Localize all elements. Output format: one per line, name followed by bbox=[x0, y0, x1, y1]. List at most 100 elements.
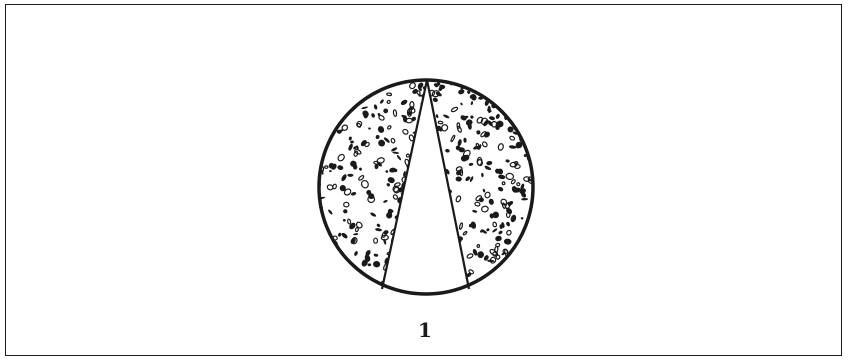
stipple-dot bbox=[321, 269, 329, 275]
stipple-dot bbox=[383, 108, 389, 114]
stipple-dot bbox=[321, 242, 327, 248]
stipple-dot bbox=[360, 289, 364, 293]
stipple-dot bbox=[396, 253, 401, 259]
stipple-dot bbox=[442, 201, 445, 204]
stipple-dot bbox=[472, 209, 477, 213]
stipple-dot bbox=[323, 99, 331, 107]
stipple-dot bbox=[344, 202, 349, 207]
stipple-dot bbox=[509, 145, 517, 149]
stipple-dot bbox=[408, 193, 411, 197]
stipple-dot bbox=[432, 97, 438, 103]
stipple-dot bbox=[508, 90, 513, 97]
right-wedge-line bbox=[427, 80, 469, 289]
stipple-dot bbox=[498, 230, 503, 235]
stipple-dot bbox=[335, 100, 345, 110]
stipple-dot bbox=[361, 106, 368, 110]
stipple-dot bbox=[484, 165, 492, 171]
stipple-dot bbox=[442, 213, 447, 219]
stipple-dot bbox=[457, 291, 463, 296]
stipple-dot bbox=[506, 230, 512, 236]
stipple-dot bbox=[403, 115, 407, 122]
stipple-dot bbox=[445, 148, 450, 153]
stipple-dot bbox=[321, 135, 327, 141]
stipple-dot bbox=[396, 154, 402, 160]
stipple-dot bbox=[523, 123, 528, 127]
stipple-dot bbox=[373, 260, 381, 267]
stipple-dot bbox=[431, 270, 436, 274]
stipple-dot bbox=[409, 219, 417, 227]
stipple-dot bbox=[510, 214, 517, 223]
stipple-dot bbox=[529, 229, 535, 236]
stipple-dot bbox=[418, 228, 422, 232]
stipple-dot bbox=[473, 290, 479, 294]
stipple-dot bbox=[420, 120, 427, 126]
stipple-dot bbox=[511, 269, 517, 277]
stipple-dot bbox=[470, 80, 475, 85]
stipple-dot bbox=[422, 122, 425, 125]
stipple-dot bbox=[337, 153, 346, 162]
stipple-dot bbox=[322, 241, 330, 249]
stipple-dot bbox=[321, 138, 325, 145]
stipple-dot bbox=[421, 149, 426, 154]
stipple-dot bbox=[416, 193, 424, 201]
stipple-dot bbox=[418, 171, 425, 178]
stipple-dot bbox=[457, 126, 463, 133]
stipple-dot bbox=[450, 233, 453, 237]
stipple-dot bbox=[341, 232, 349, 240]
stipple-dot bbox=[428, 197, 435, 203]
stipple-dot bbox=[320, 107, 323, 110]
stipple-dot bbox=[316, 125, 324, 132]
stipple-dot bbox=[524, 282, 532, 288]
stipple-dot bbox=[329, 170, 332, 172]
stipple-dot bbox=[516, 182, 520, 186]
stipple-dot bbox=[358, 167, 362, 171]
stipple-dot bbox=[399, 228, 407, 235]
stipple-dot bbox=[490, 79, 497, 86]
stipple-dot bbox=[488, 106, 491, 113]
stipple-dot bbox=[337, 165, 344, 171]
stipple-dot bbox=[442, 211, 448, 218]
stipple-dot bbox=[442, 264, 447, 269]
stipple-dot bbox=[315, 85, 323, 93]
stipple-dot bbox=[502, 203, 506, 209]
stipple-dot bbox=[353, 233, 358, 236]
stipple-dot bbox=[387, 176, 396, 184]
stipple-dot bbox=[416, 199, 422, 204]
stipple-dot bbox=[404, 223, 412, 230]
stipple-dot bbox=[400, 99, 408, 107]
stipple-dot bbox=[367, 263, 371, 266]
stipple-dot bbox=[446, 217, 450, 220]
stipple-dot bbox=[428, 173, 437, 181]
stipple-dot bbox=[315, 256, 322, 262]
stipple-dot bbox=[450, 135, 455, 142]
stipple-dot bbox=[459, 223, 463, 230]
stipple-dot bbox=[489, 116, 496, 121]
stipple-dot bbox=[432, 203, 437, 210]
stipple-dot bbox=[375, 78, 382, 84]
stipple-dot bbox=[347, 219, 351, 224]
stipple-dot bbox=[469, 176, 474, 183]
stipple-dot bbox=[516, 272, 523, 280]
right-stippled-region bbox=[426, 78, 537, 296]
stipple-dot bbox=[358, 175, 364, 181]
stipple-dot bbox=[521, 98, 529, 105]
stipple-dot bbox=[477, 244, 480, 247]
stipple-dot bbox=[339, 81, 344, 85]
stipple-dot bbox=[386, 182, 391, 187]
stipple-dot bbox=[347, 143, 353, 151]
stipple-dot bbox=[498, 174, 506, 180]
stipple-dot bbox=[318, 232, 328, 242]
stipple-dot bbox=[433, 232, 437, 237]
stipple-dot bbox=[416, 162, 421, 169]
stipple-dot bbox=[431, 138, 435, 143]
stipple-dot bbox=[492, 222, 496, 227]
stipple-dot bbox=[324, 99, 329, 104]
figure-label: 1 bbox=[400, 320, 450, 340]
stipple-dot bbox=[412, 234, 415, 239]
stipple-dot bbox=[333, 94, 339, 99]
stipple-dot bbox=[485, 81, 493, 90]
stipple-dot bbox=[532, 121, 535, 125]
stipple-dot bbox=[403, 282, 409, 289]
stipple-dot bbox=[479, 284, 484, 289]
stipple-dot bbox=[509, 136, 515, 141]
